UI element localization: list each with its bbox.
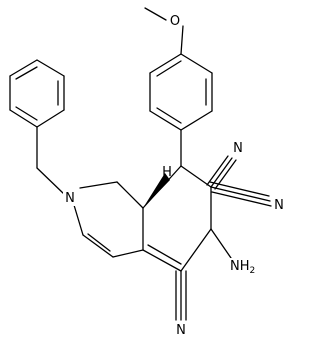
nitrile-nitrogen-right-label: N	[274, 198, 284, 213]
nitrile-nitrogen-upper-label: N	[233, 141, 243, 156]
nitrile-bottom	[175, 270, 187, 321]
bond-methyl-o	[144, 7, 167, 21]
bond-o-aryl	[180, 25, 184, 55]
methoxyphenyl-ring	[149, 53, 213, 131]
bond-c6-nh2	[210, 228, 232, 259]
dihydropyridine-ring	[73, 181, 144, 258]
benzyl-phenyl-ring	[9, 59, 65, 128]
stereo-hydrogen-label: H	[162, 165, 172, 180]
nitrile-right	[209, 181, 272, 207]
methoxy-oxygen-label: O	[170, 14, 180, 29]
amine-label: NH2	[230, 259, 255, 276]
stereo-wedge	[143, 173, 170, 208]
nitrile-nitrogen-bottom-label: N	[176, 323, 186, 338]
ring-nitrogen-label: N	[65, 191, 75, 206]
molecule-diagram: O N H N N N NH2	[9, 7, 284, 338]
bond-ch2-n	[36, 167, 65, 195]
cyclohexadiene-ring	[142, 165, 212, 272]
nitrile-upper	[206, 155, 237, 190]
